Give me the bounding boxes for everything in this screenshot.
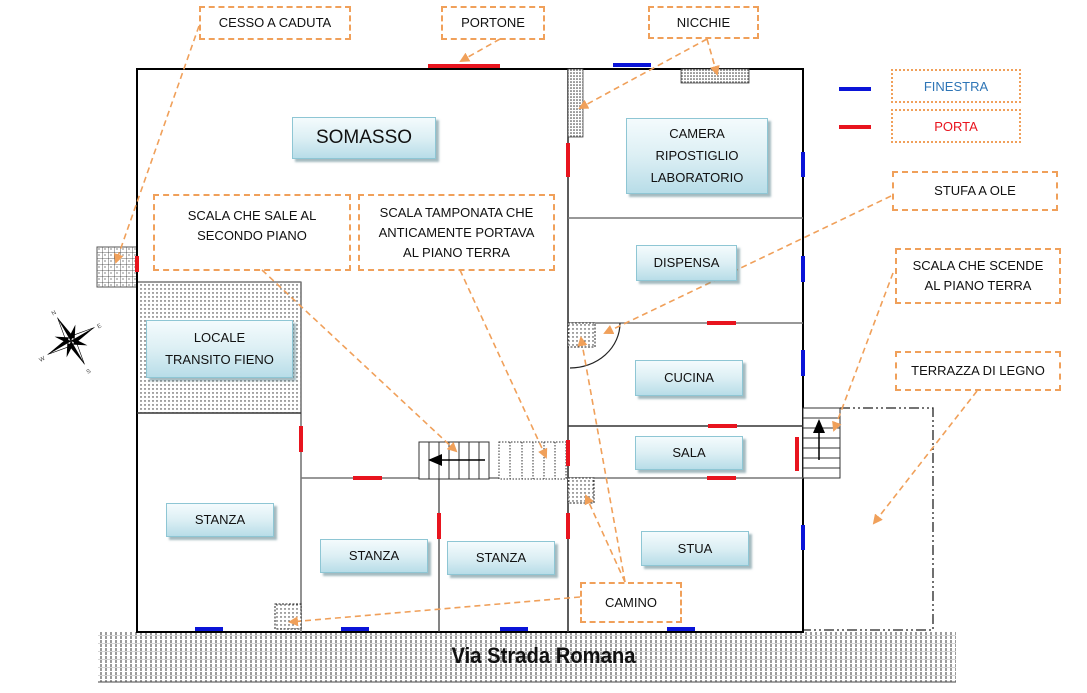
compass-s: S <box>86 369 92 376</box>
stairs-walled <box>498 441 567 480</box>
callout-stufa-a-ole: STUFA A OLE <box>892 171 1058 211</box>
room-somasso: SOMASSO <box>292 117 436 159</box>
street-band <box>98 632 956 682</box>
terrace-outline <box>803 407 934 631</box>
compass-rose-icon: N E S W <box>38 310 103 376</box>
room-locale-transito-fieno: LOCALE TRANSITO FIENO <box>146 320 293 378</box>
callout-scala-sale: SCALA CHE SALE AL SECONDO PIANO <box>153 194 351 271</box>
room-camera-ripostiglio-laboratorio: CAMERA RIPOSTIGLIO LABORATORIO <box>626 118 768 194</box>
stairs-down <box>802 407 841 479</box>
callout-scala-scende: SCALA CHE SCENDE AL PIANO TERRA <box>895 248 1061 304</box>
callout-scala-tamponata: SCALA TAMPONATA CHE ANTICAMENTE PORTAVA … <box>358 194 555 271</box>
room-stanza: STANZA <box>320 539 428 573</box>
windows <box>195 63 805 631</box>
room-stua: STUA <box>641 531 749 566</box>
callout-leaders <box>113 25 978 627</box>
doors <box>135 64 799 539</box>
compass-w: W <box>38 356 46 364</box>
room-cucina: CUCINA <box>635 360 743 396</box>
fireplace-sala <box>567 477 595 504</box>
stove-door-swing <box>569 322 621 369</box>
street-name: Via Strada Romana <box>451 643 636 668</box>
callout-cesso-a-caduta: CESSO A CADUTA <box>199 6 351 40</box>
callout-camino: CAMINO <box>580 582 682 623</box>
room-sala: SALA <box>635 436 743 470</box>
room-stanza: STANZA <box>166 503 274 537</box>
niche-vertical <box>567 68 584 138</box>
callout-nicchie: NICCHIE <box>648 6 759 39</box>
room-dispensa: DISPENSA <box>636 245 737 281</box>
compass-n: N <box>51 310 58 317</box>
callout-portone: PORTONE <box>441 6 545 40</box>
niche-top <box>680 68 750 84</box>
fireplace-stanza <box>274 603 302 630</box>
legend-window-label: FINESTRA <box>891 69 1021 103</box>
stairs-up <box>418 441 490 480</box>
callout-terrazza-di-legno: TERRAZZA DI LEGNO <box>895 351 1061 391</box>
compass-e: E <box>96 323 102 330</box>
legend-door-label: PORTA <box>891 109 1021 143</box>
toilet-chute <box>96 246 138 288</box>
room-stanza: STANZA <box>447 541 555 575</box>
